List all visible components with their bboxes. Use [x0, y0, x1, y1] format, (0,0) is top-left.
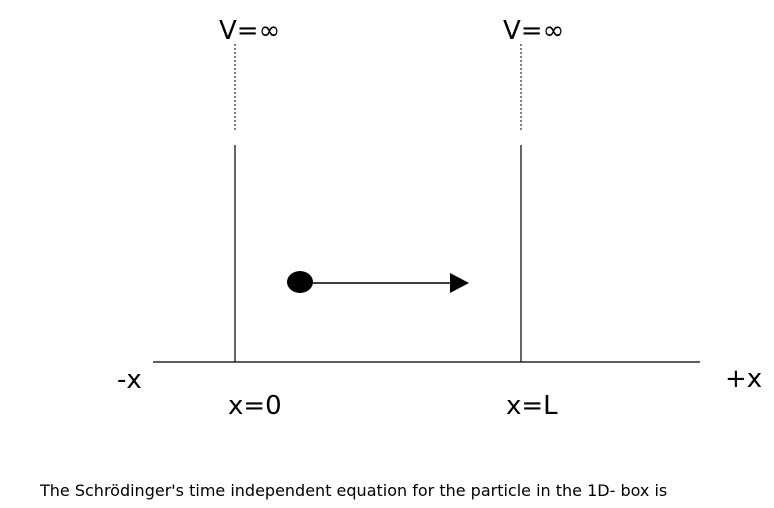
right-potential-label: V=∞ — [503, 16, 565, 46]
left-wall-position-label: x=0 — [228, 391, 282, 421]
particle — [287, 271, 313, 293]
velocity-arrow-head — [450, 273, 469, 293]
caption-text: The Schrödinger's time independent equat… — [40, 481, 668, 500]
right-wall-position-label: x=L — [506, 391, 558, 421]
left-potential-label: V=∞ — [219, 16, 281, 46]
positive-x-label: +x — [725, 364, 763, 394]
negative-x-label: -x — [117, 365, 142, 395]
